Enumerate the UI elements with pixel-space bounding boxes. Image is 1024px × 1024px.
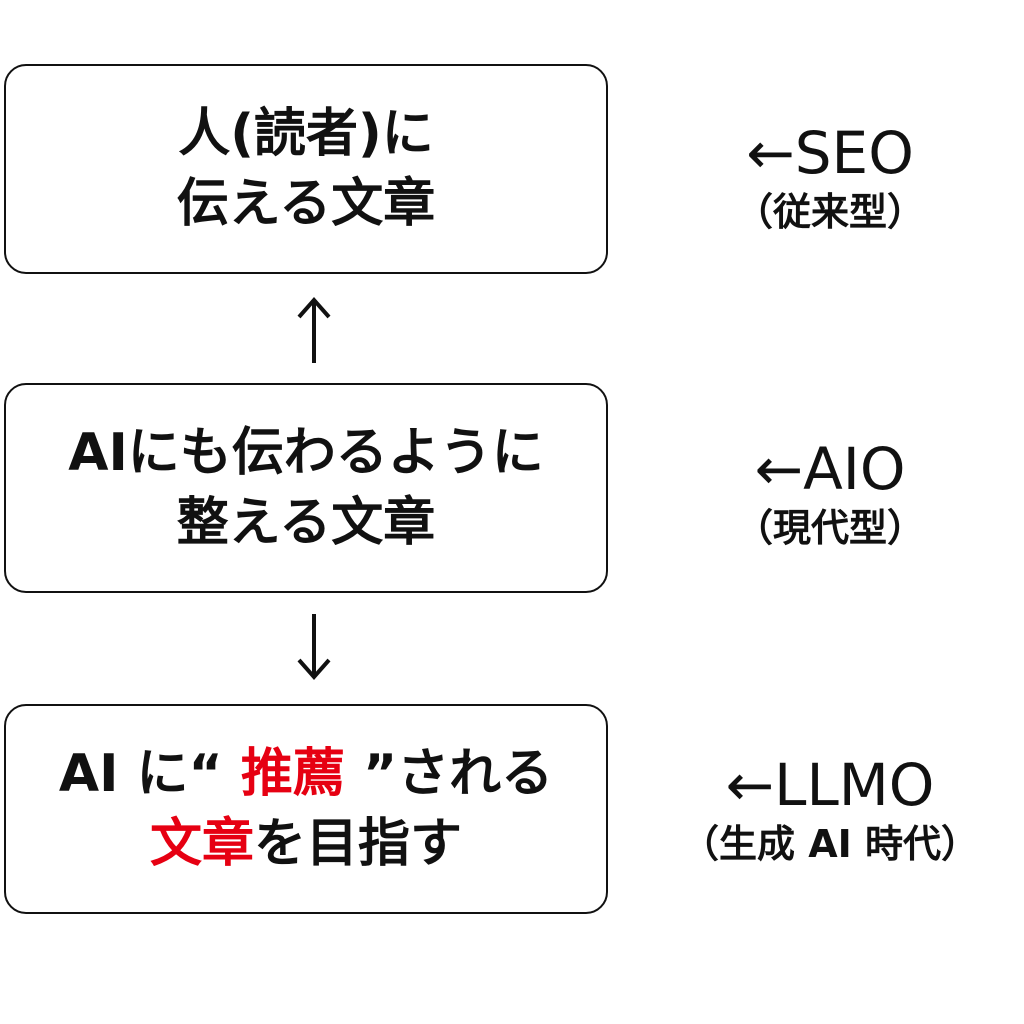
box-seo: 人(読者)に 伝える文章 [4, 64, 608, 274]
side-label-seo: ←SEO （従来型） [640, 120, 1020, 238]
side-label-seo-title: ←SEO [746, 119, 914, 187]
side-label-aio: ←AIO （現代型） [640, 436, 1020, 554]
box-aio-line1: AIにも伝わるように [68, 423, 544, 483]
box-seo-line1: 人(読者)に [178, 104, 434, 164]
side-label-llmo-title: ←LLMO [725, 751, 935, 819]
side-label-llmo: ←LLMO （生成 AI 時代） [640, 752, 1020, 870]
side-label-llmo-sub: （生成 AI 時代） [680, 822, 979, 866]
box-llmo-line2: 文章を目指す [150, 809, 462, 879]
box-seo-line2: 伝える文章 [176, 174, 436, 234]
box-aio-line2: 整える文章 [176, 493, 436, 553]
box-llmo-line1-post: ”される [344, 744, 554, 804]
arrow-down-icon [297, 614, 331, 681]
side-label-aio-sub: （現代型） [734, 506, 925, 550]
box-llmo-line1: AI に“ 推薦 ”される [59, 739, 553, 809]
box-llmo-line2-accent: 文章 [149, 814, 254, 874]
arrow-up-icon [297, 296, 331, 363]
side-label-aio-title: ←AIO [754, 435, 906, 503]
box-llmo-line1-accent: 推薦 [240, 744, 345, 804]
box-llmo-line1-pre: AI に“ [58, 744, 241, 804]
box-llmo-line2-post: を目指す [254, 814, 463, 874]
box-aio: AIにも伝わるように 整える文章 [4, 383, 608, 593]
box-llmo: AI に“ 推薦 ”される 文章を目指す [4, 704, 608, 914]
side-label-seo-sub: （従来型） [734, 190, 925, 234]
